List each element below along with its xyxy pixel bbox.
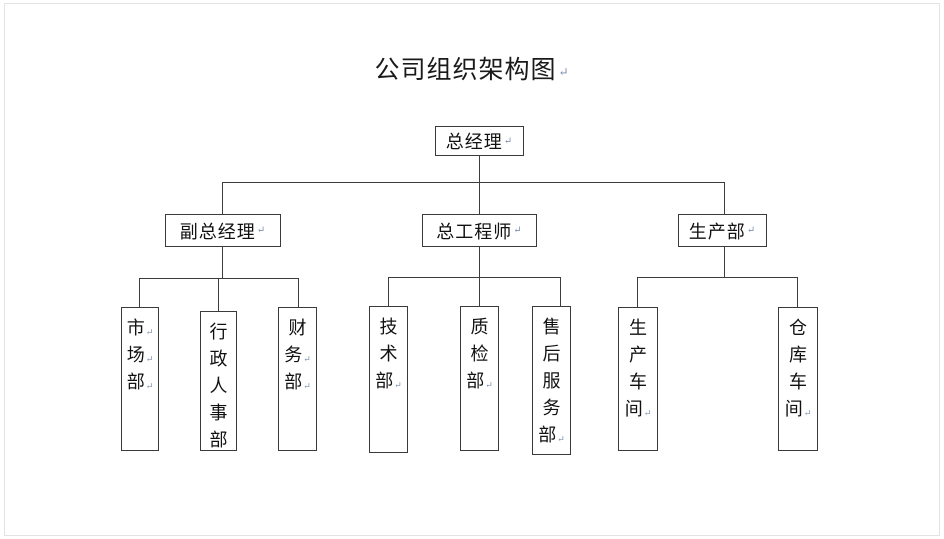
node-char: 车 [629, 372, 647, 393]
connector-drop-deputy-general-manager [222, 182, 223, 214]
node-production-workshop[interactable]: 生 产 车 间↵ [618, 307, 658, 451]
node-char: 部↵ [284, 372, 311, 393]
node-char: 行 [209, 322, 228, 343]
node-char: 服 [542, 371, 561, 392]
node-char: 检 [470, 344, 489, 365]
node-char: 事 [209, 403, 228, 424]
node-general-manager[interactable]: 总经理↵ [435, 126, 524, 156]
connector-level2-bus [222, 182, 725, 183]
paragraph-mark-icon: ↵ [394, 381, 402, 391]
node-char: 间↵ [784, 399, 812, 420]
connector-drop-chief-engineer [479, 182, 480, 214]
paragraph-mark-icon: ↵ [513, 225, 523, 236]
connector-drop-warehouse-workshop [797, 277, 798, 307]
node-char: 仓 [789, 318, 807, 339]
paragraph-mark-icon: ↵ [746, 225, 757, 236]
node-char: 售 [542, 317, 561, 338]
node-char: 财 [288, 318, 307, 339]
node-admin-hr-department[interactable]: 行 政 人 事 部 [200, 311, 237, 451]
paragraph-mark-icon: ↵ [303, 355, 311, 365]
paragraph-mark-icon: ↵ [145, 328, 154, 338]
connector-stem-production-department [724, 247, 725, 277]
node-chief-engineer-label: 总工程师 [436, 221, 513, 243]
connector-bus-group-2 [388, 277, 560, 278]
connector-drop-marketing-department [139, 278, 140, 307]
node-finance-department[interactable]: 财 务↵ 部↵ [278, 307, 317, 451]
node-technical-department[interactable]: 技 术 部↵ [369, 306, 408, 453]
node-chief-engineer[interactable]: 总工程师↵ [422, 214, 537, 247]
connector-drop-production-department [724, 182, 725, 214]
paragraph-mark-icon: ↵ [803, 409, 812, 419]
paragraph-mark-icon: ↵ [303, 382, 311, 392]
node-char: 人 [209, 376, 228, 397]
node-production-department-label: 生产部 [688, 221, 746, 243]
node-marketing-department[interactable]: 市↵ 场↵ 部↵ [121, 307, 159, 451]
paragraph-mark-icon: ↵ [503, 135, 514, 147]
paragraph-mark-icon: ↵ [145, 355, 154, 365]
connector-bus-group-3 [637, 277, 797, 278]
node-after-sales-service-department[interactable]: 售 后 服 务 部↵ [532, 306, 571, 455]
node-char: 政 [209, 349, 228, 370]
paragraph-mark-icon: ↵ [485, 381, 493, 391]
node-deputy-general-manager[interactable]: 副总经理↵ [165, 214, 281, 247]
connector-drop-technical-department [388, 277, 389, 306]
node-char: 车 [789, 372, 807, 393]
node-char: 市↵ [126, 318, 154, 339]
connector-stem-deputy-general-manager [222, 247, 223, 278]
node-warehouse-workshop[interactable]: 仓 库 车 间↵ [778, 307, 818, 451]
paragraph-mark-icon: ↵ [557, 435, 565, 445]
node-char: 产 [629, 345, 647, 366]
connector-root-stem [479, 156, 480, 182]
node-char: 部 [209, 430, 228, 451]
node-char: 部↵ [126, 372, 154, 393]
node-char: 部↵ [538, 425, 565, 446]
node-char: 部↵ [466, 371, 493, 392]
node-char: 技 [379, 317, 398, 338]
node-deputy-general-manager-label: 副总经理 [179, 221, 256, 243]
connector-drop-after-sales-service-department [560, 277, 561, 306]
connector-drop-admin-hr-department [218, 278, 219, 311]
node-char: 务↵ [284, 345, 311, 366]
node-char: 质 [470, 317, 489, 338]
node-char: 术 [379, 344, 398, 365]
node-char: 务 [542, 398, 561, 419]
connector-drop-finance-department [298, 278, 299, 307]
node-char: 间↵ [624, 399, 652, 420]
paragraph-mark-icon: ↵ [558, 65, 570, 79]
connector-stem-chief-engineer [479, 247, 480, 277]
chart-title-text: 公司组织架构图 [374, 55, 557, 84]
node-char: 库 [789, 345, 807, 366]
node-char: 场↵ [126, 345, 154, 366]
node-production-department[interactable]: 生产部↵ [678, 214, 767, 247]
paragraph-mark-icon: ↵ [145, 382, 154, 392]
connector-drop-quality-inspection-department [479, 277, 480, 306]
node-quality-inspection-department[interactable]: 质 检 部↵ [460, 306, 499, 451]
paragraph-mark-icon: ↵ [643, 409, 652, 419]
node-char: 部↵ [375, 371, 402, 392]
node-char: 后 [542, 344, 561, 365]
node-char: 生 [629, 318, 647, 339]
connector-drop-production-workshop [637, 277, 638, 307]
paragraph-mark-icon: ↵ [256, 225, 267, 236]
node-general-manager-label: 总经理 [445, 132, 503, 153]
chart-title: 公司组织架构图↵ [0, 50, 944, 86]
